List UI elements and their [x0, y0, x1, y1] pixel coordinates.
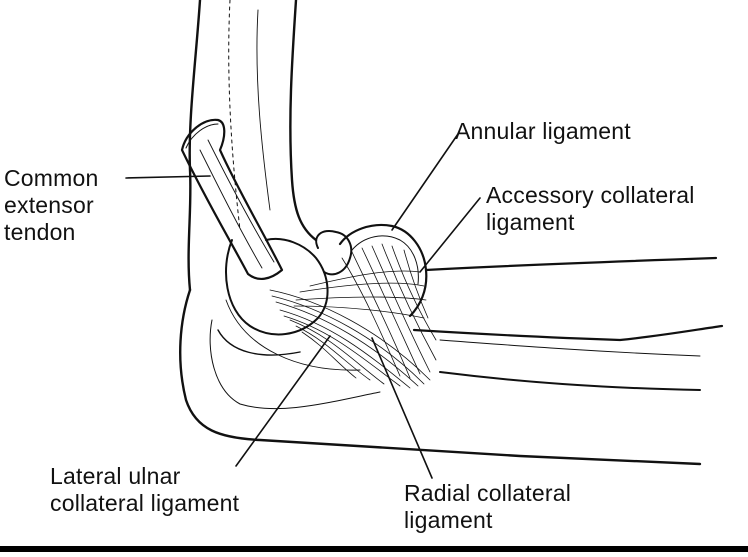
label-line: ligament [486, 209, 575, 235]
ulna-inner-curve [209, 319, 381, 410]
annular-band-inner [351, 235, 419, 285]
label-line: collateral ligament [50, 490, 240, 516]
humerus-inner-line [228, 0, 241, 231]
humerus-outline-left [187, 0, 202, 292]
label-common-extensor-tendon: Common extensor tendon [4, 165, 99, 246]
extensor-tendon-cut [185, 123, 219, 149]
ligament-fibres [269, 243, 437, 389]
humerus-outline-right [289, 0, 318, 242]
leader-annular [391, 133, 459, 231]
leader-radial [371, 337, 433, 479]
extensor-tendon-fiber-2 [207, 139, 275, 263]
extensor-tendon-fiber-1 [199, 149, 263, 269]
ulna-shade [225, 299, 361, 371]
humerus-shade-line [256, 9, 271, 211]
label-line: Lateral ulnar [50, 463, 181, 489]
radius-inner-line [439, 339, 701, 357]
label-line: Accessory collateral [486, 182, 695, 208]
label-annular-ligament: Annular ligament [455, 118, 631, 145]
olecranon-outline [179, 288, 702, 466]
label-line: extensor [4, 192, 94, 218]
bottom-border [0, 546, 748, 552]
capitulum-outline [225, 238, 329, 336]
label-accessory-collateral-ligament: Accessory collateral ligament [486, 182, 695, 236]
ulna-upper-edge [439, 371, 701, 391]
leader-common-extensor [125, 175, 211, 179]
ulna-trochlear-notch [217, 329, 301, 356]
label-line: Radial collateral [404, 480, 572, 506]
radius-lower-edge [412, 324, 724, 342]
label-line: tendon [4, 219, 76, 245]
radial-head-outline [315, 230, 353, 276]
label-line: Annular ligament [455, 118, 631, 144]
leader-accessory [419, 197, 481, 273]
label-radial-collateral-ligament: Radial collateral ligament [404, 480, 571, 534]
label-lateral-ulnar-collateral-ligament: Lateral ulnar collateral ligament [50, 463, 239, 517]
label-line: Common [4, 165, 99, 191]
radius-upper-edge [424, 256, 718, 272]
label-line: ligament [404, 507, 493, 533]
leader-lateral-ulnar [235, 335, 331, 467]
extensor-tendon [180, 118, 284, 280]
annular-band [338, 223, 428, 318]
